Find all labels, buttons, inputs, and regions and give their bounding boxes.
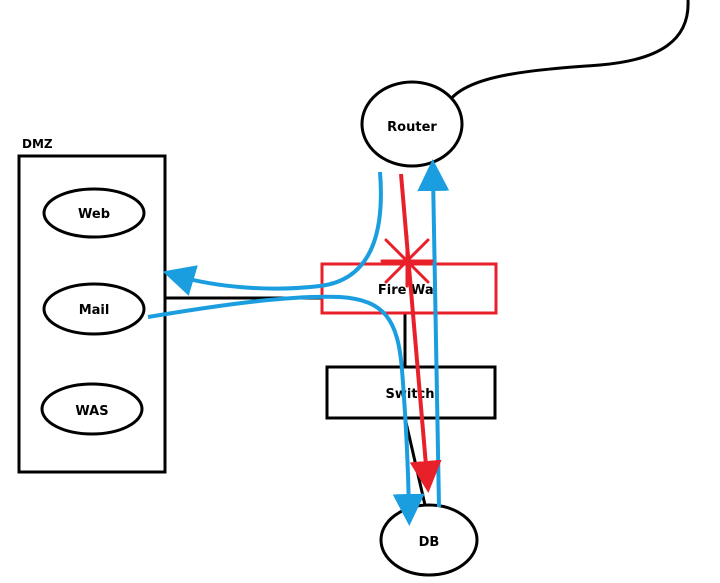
flow-router-to-mail — [162, 171, 383, 296]
web-server-label: Web — [78, 207, 110, 222]
firewall-label: Fire Wal — [378, 283, 438, 298]
was-server-label: WAS — [75, 404, 108, 419]
switch-node[interactable] — [325, 365, 497, 420]
mail-server-label: Mail — [79, 303, 110, 318]
db-label: DB — [419, 535, 440, 550]
blocked-x-icon — [380, 234, 434, 288]
router-node[interactable] — [360, 80, 464, 168]
flow-router-to-db-blocked — [399, 173, 442, 493]
web-server-node[interactable] — [42, 187, 146, 239]
was-server-node[interactable] — [40, 382, 144, 436]
flow-db-to-router — [417, 159, 450, 508]
router-label: Router — [387, 120, 437, 135]
switch-label: Switch — [385, 387, 434, 402]
flow-mail-to-db — [147, 294, 425, 526]
internet-link — [448, 0, 690, 101]
dmz-label: DMZ — [22, 137, 53, 151]
mail-server-node[interactable] — [42, 282, 146, 336]
